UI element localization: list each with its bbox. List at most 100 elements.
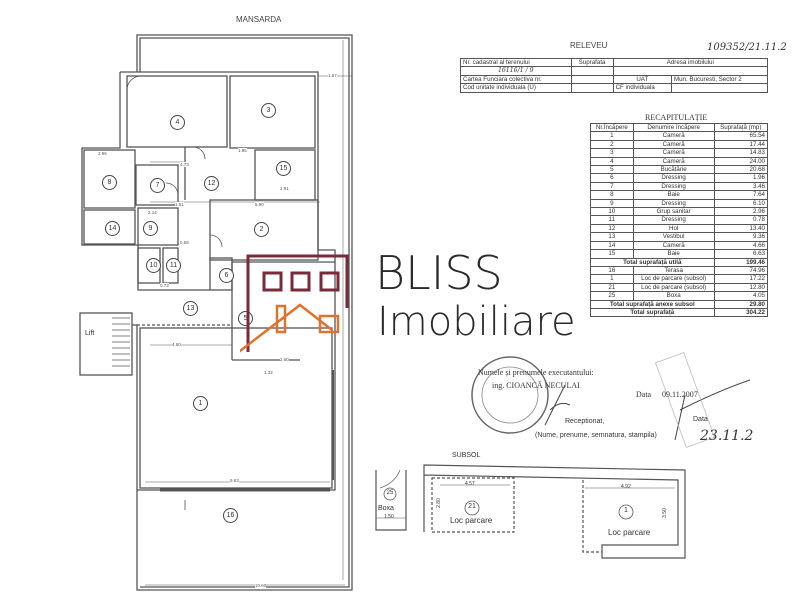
table-cell: 13: [590, 232, 634, 242]
dimension-label: 1.51: [175, 202, 184, 207]
table-cell: 1: [590, 274, 634, 284]
room-number: 1: [193, 396, 208, 411]
stamp-and-signatures: [471, 352, 751, 448]
dimension-label: 2.91: [280, 186, 289, 191]
spot1-label: Loc parcare: [608, 528, 651, 537]
table-cell: 3: [590, 148, 634, 158]
table-cell: 10: [590, 207, 634, 217]
table-cell: 9.36: [713, 232, 769, 242]
total-value: 304.22: [713, 307, 769, 318]
dimension-label: 10.60: [255, 583, 267, 588]
table-cell: Loc de parcare (subsol): [632, 282, 715, 293]
table-cell: 15: [590, 249, 634, 259]
table-cell: Dressing: [632, 215, 715, 225]
table-cell: 14: [590, 240, 634, 251]
releveu-title: RELEVEU: [570, 41, 608, 50]
dimension-label: 2.14: [148, 210, 157, 215]
dimension-label: 0.58: [180, 240, 189, 245]
table-cell: Bucătărie: [632, 165, 715, 175]
signature-note: (Nume, prenume, semnatura, stampila): [535, 432, 657, 439]
table-cell: 24.00: [713, 156, 769, 167]
room-number: 15: [276, 161, 291, 176]
cell: UAT: [612, 74, 672, 85]
cell: Mun. Bucuresti, Sector 2: [670, 74, 769, 85]
table-cell: Cameră: [632, 148, 715, 158]
cell: CF individuala: [612, 83, 672, 93]
bliss-logo-house-icon: [240, 254, 349, 353]
plan-title: MANSARDA: [236, 15, 282, 24]
dimension-label: 1.67: [328, 73, 337, 78]
table-cell: Grup sanitar: [632, 207, 715, 217]
room-number: 4: [170, 115, 185, 130]
table-cell: 1: [590, 131, 634, 141]
table-cell: Cameră: [632, 240, 715, 251]
dimension-label: 2.96: [98, 151, 107, 156]
recap-title: RECAPITULAȚIE: [645, 113, 708, 122]
table-cell: 20.68: [713, 165, 769, 175]
dimension-label: 0.73: [160, 283, 169, 288]
table-cell: 4: [590, 156, 634, 167]
table-cell: 12: [590, 223, 634, 234]
room-number: 9: [143, 221, 158, 236]
cell: Cod unitate individuala (U): [460, 83, 572, 93]
total-value: 199.46: [713, 257, 769, 267]
table-cell: Cameră: [632, 156, 715, 167]
subsol-plan: [375, 464, 686, 559]
data-label: Data: [636, 390, 652, 399]
room-number: 2: [254, 222, 269, 237]
table-cell: Vestibul: [632, 232, 715, 242]
cell: 16116/1 / 9: [460, 66, 572, 76]
table-cell: Cameră: [632, 139, 715, 150]
boxa-label: Boxa: [378, 505, 394, 512]
room-number: 6: [219, 268, 234, 283]
spot1-number: 1: [624, 507, 628, 514]
table-cell: 4.66: [713, 240, 769, 251]
room-number: 11: [166, 258, 181, 273]
boxa-number: 25: [386, 490, 394, 496]
table-cell: Baie: [632, 249, 715, 259]
table-cell: 6.10: [713, 198, 769, 209]
room-number: 7: [150, 178, 165, 193]
room-number: 12: [204, 176, 219, 191]
table-cell: 17.44: [713, 139, 769, 150]
col-header: Suprafață (mp): [713, 122, 769, 133]
boxa-dim: 1.50: [384, 514, 394, 520]
spot1-width: 4.92: [621, 484, 631, 490]
table-cell: 7: [590, 181, 634, 192]
spot21-label: Loc parcare: [450, 516, 493, 525]
dimension-label: 2.60: [280, 357, 289, 362]
table-cell: 25: [590, 291, 634, 301]
table-cell: 0.78: [713, 215, 769, 225]
subsol-title: SUBSOL: [452, 452, 481, 459]
room-number: 13: [183, 301, 198, 316]
handwritten-ref: 109352/21.11.2: [707, 42, 787, 53]
room-number: 8: [102, 175, 117, 190]
table-cell: 6.63: [713, 249, 769, 259]
cell: Cartea Funciara colectiva nr.: [460, 74, 572, 85]
table-cell: Loc de parcare (subsol): [632, 274, 715, 284]
dimension-label: 1.32: [264, 370, 273, 375]
table-cell: 12.80: [713, 282, 769, 293]
total-label: Total suprafață anexe subsol: [590, 299, 715, 309]
table-cell: Hol: [632, 223, 715, 234]
table-cell: Dressing: [632, 173, 715, 183]
executant-name: ing. CIOANCĂ NECULAI: [492, 381, 580, 390]
logo-text-bliss: BLISS: [375, 246, 503, 300]
room-number: 16: [223, 508, 238, 523]
room-number: 14: [105, 221, 120, 236]
